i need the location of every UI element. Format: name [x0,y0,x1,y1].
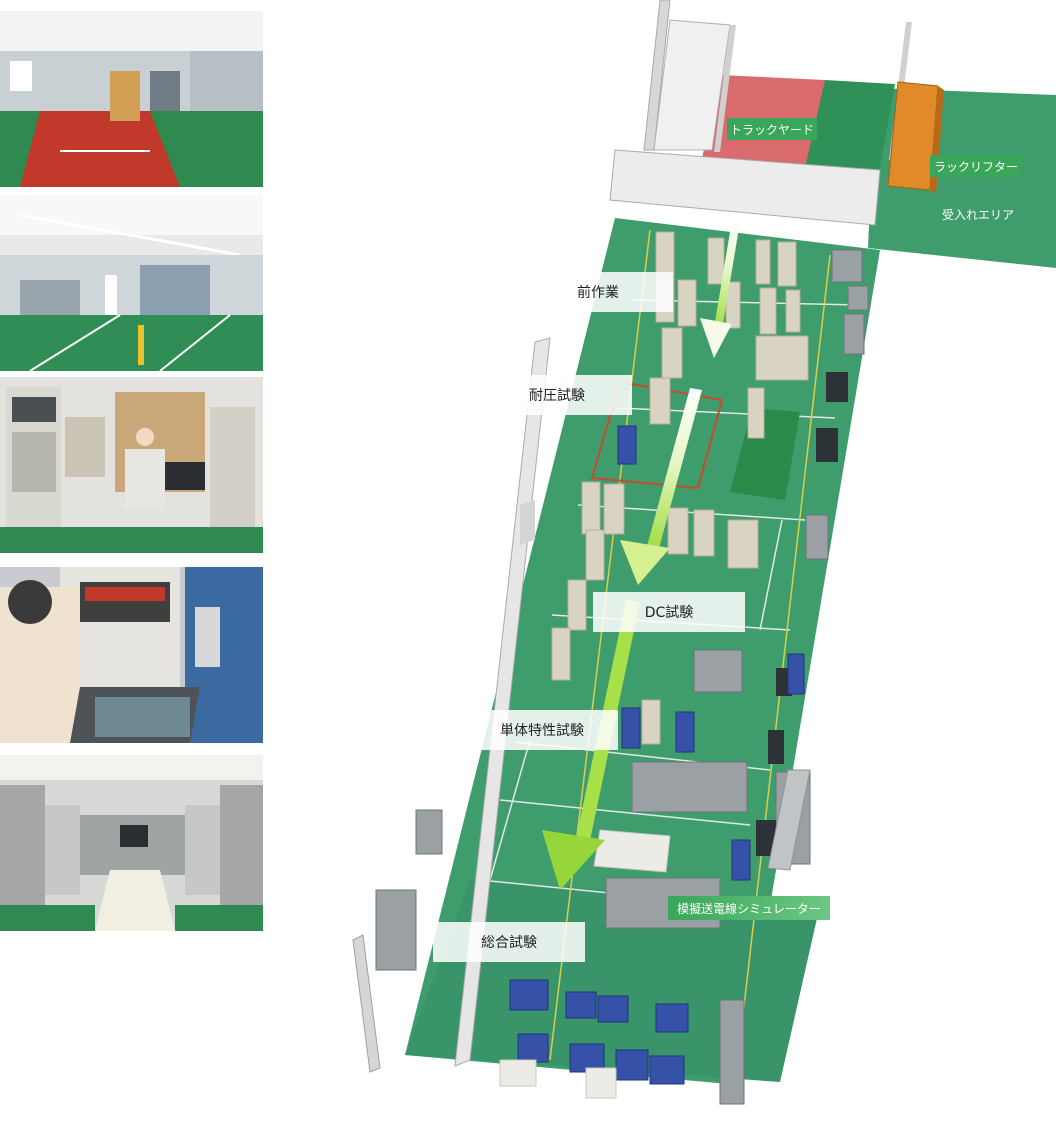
photo-workshop [0,195,263,371]
floor-plan: 前作業 耐圧試験 DC試験 単体特性試験 総合試験 トラックヤード ラックリフタ… [320,0,1056,1130]
tag-rack-lifter: ラックリフター [930,155,1022,177]
tag-receiving-area: 受入れエリア [942,208,1015,222]
zone-label-pre-work: 前作業 [523,272,673,312]
zone-label-unit-test: 単体特性試験 [466,710,618,750]
tag-line-simulator: 模擬送電線シミュレーター [668,896,830,920]
photo-operator [0,567,263,743]
photo-test-room [0,755,263,931]
zone-label-total-test: 総合試験 [433,922,585,962]
photo-warehouse [0,11,263,187]
walls [352,0,944,1073]
zone-label-withstand-test: 耐圧試験 [482,375,632,415]
tag-truck-yard: トラックヤード [727,118,817,140]
zone-label-dc-test: DC試験 [593,592,745,632]
photo-strip [0,11,263,931]
photo-test-bench [0,377,263,553]
